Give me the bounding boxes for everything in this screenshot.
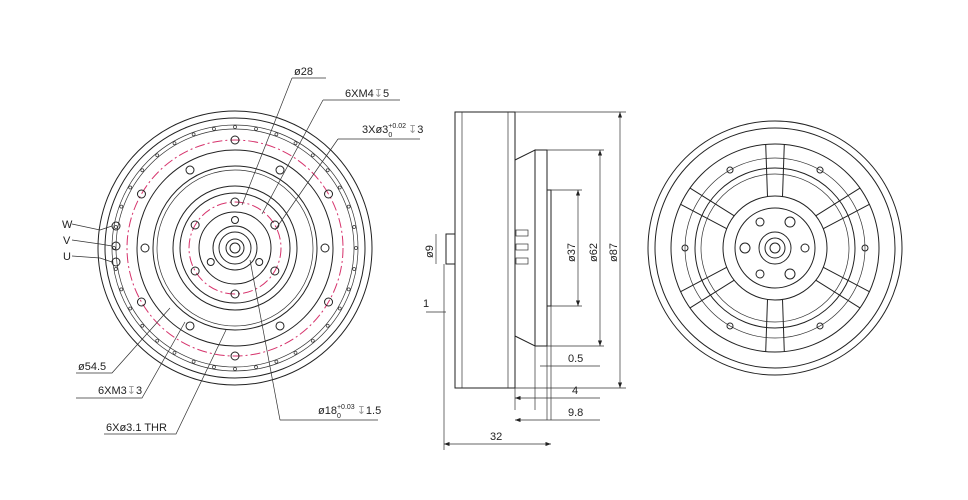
rear-hole bbox=[861, 244, 869, 252]
side-view: ø37 ø62 ø87 ø9 1 0.5 4 9.8 32 bbox=[423, 111, 626, 450]
magnet-mark bbox=[128, 185, 133, 190]
dim-4: 4 bbox=[572, 385, 578, 397]
magnet-mark bbox=[274, 132, 279, 137]
m3-hole bbox=[230, 351, 240, 361]
screw-icon bbox=[739, 242, 751, 254]
magnet-mark bbox=[140, 168, 145, 173]
rear-hole bbox=[816, 322, 824, 330]
spoke bbox=[680, 187, 735, 230]
spoke bbox=[815, 187, 870, 230]
magnet-mark bbox=[155, 338, 160, 343]
magnet-mark bbox=[233, 125, 237, 129]
rear-view bbox=[647, 120, 903, 376]
tol-lower: 0 bbox=[337, 413, 341, 420]
phase-hole-u bbox=[111, 257, 121, 267]
magnet-mark bbox=[352, 267, 357, 271]
magnet-mark bbox=[354, 246, 358, 250]
callout-m3: 6XM3↧3 bbox=[98, 385, 142, 397]
thru-hole bbox=[185, 321, 195, 331]
callout-m4: 6XM4↧5 bbox=[345, 88, 389, 100]
magnet-mark bbox=[310, 153, 315, 158]
screw-icon bbox=[784, 268, 796, 280]
rear-hole bbox=[816, 166, 824, 174]
screw-icon bbox=[784, 216, 796, 228]
magnet-mark bbox=[337, 185, 342, 190]
magnet-mark bbox=[191, 132, 196, 137]
magnet-mark bbox=[352, 225, 357, 229]
magnet-mark bbox=[337, 306, 342, 311]
magnet-mark bbox=[325, 168, 330, 173]
magnet-mark bbox=[155, 153, 160, 158]
magnet-mark bbox=[172, 350, 177, 355]
rear-hole bbox=[726, 322, 734, 330]
magnet-mark bbox=[191, 359, 196, 364]
dim-shaft: ø9 bbox=[424, 245, 436, 258]
magnet-mark bbox=[254, 365, 258, 370]
m4-hole bbox=[190, 266, 200, 276]
screw-icon bbox=[800, 243, 810, 253]
pin-hole bbox=[206, 258, 215, 266]
magnet-mark bbox=[325, 323, 330, 328]
m4-hole bbox=[230, 289, 240, 299]
phase-label-v: V bbox=[63, 235, 71, 247]
screw-icon bbox=[755, 269, 765, 279]
m4-hole bbox=[190, 220, 200, 230]
magnet-mark bbox=[254, 126, 258, 131]
rear-hole bbox=[681, 244, 689, 252]
magnet-mark bbox=[310, 338, 315, 343]
m4-hole bbox=[230, 197, 240, 207]
magnet-mark bbox=[128, 306, 133, 311]
m3-hole bbox=[324, 297, 334, 307]
spoke bbox=[815, 266, 870, 309]
m4-hole bbox=[270, 266, 280, 276]
magnet-mark bbox=[212, 365, 216, 370]
dim-98: 9.8 bbox=[568, 407, 583, 419]
magnet-mark bbox=[119, 204, 124, 209]
dim-length: 32 bbox=[490, 431, 502, 443]
magnet-mark bbox=[293, 350, 298, 355]
m3-hole bbox=[230, 135, 240, 145]
spoke bbox=[765, 144, 785, 197]
spoke bbox=[680, 266, 735, 309]
thru-hole bbox=[275, 165, 285, 175]
magnet-mark bbox=[233, 367, 237, 371]
thru-hole bbox=[320, 243, 330, 253]
callout-d545: ø54.5 bbox=[78, 361, 106, 373]
magnet-mark bbox=[113, 267, 118, 271]
magnet-mark bbox=[346, 287, 351, 292]
dim-lip: 1 bbox=[423, 298, 429, 310]
dim-d62: ø62 bbox=[588, 243, 600, 262]
magnet-mark bbox=[119, 287, 124, 292]
screw-icon bbox=[755, 217, 765, 227]
m3-hole bbox=[324, 189, 334, 199]
pin-hole bbox=[255, 258, 264, 266]
magnet-mark bbox=[113, 225, 118, 229]
rear-hole bbox=[726, 166, 734, 174]
magnet-mark bbox=[140, 323, 145, 328]
callout-d28: ø28 bbox=[294, 66, 313, 78]
dim-05: 0.5 bbox=[568, 353, 583, 365]
pin-hole bbox=[231, 216, 239, 224]
m3-hole bbox=[136, 297, 146, 307]
magnet-mark bbox=[212, 126, 216, 131]
magnet-mark bbox=[274, 359, 279, 364]
thru-hole bbox=[275, 321, 285, 331]
tol-lower: 0 bbox=[388, 132, 392, 139]
dim-d37: ø37 bbox=[566, 243, 578, 262]
magnet-mark bbox=[172, 141, 177, 146]
m4-hole bbox=[270, 220, 280, 230]
m3-hole bbox=[136, 189, 146, 199]
callout-thr: 6Xø3.1 THR bbox=[106, 422, 167, 434]
magnet-mark bbox=[346, 204, 351, 209]
phase-label-u: U bbox=[63, 251, 71, 263]
magnet-mark bbox=[293, 141, 298, 146]
dim-d87: ø87 bbox=[608, 243, 620, 262]
thru-hole bbox=[140, 243, 150, 253]
thru-hole bbox=[185, 165, 195, 175]
phase-label-w: W bbox=[62, 219, 73, 231]
spoke bbox=[765, 299, 785, 352]
